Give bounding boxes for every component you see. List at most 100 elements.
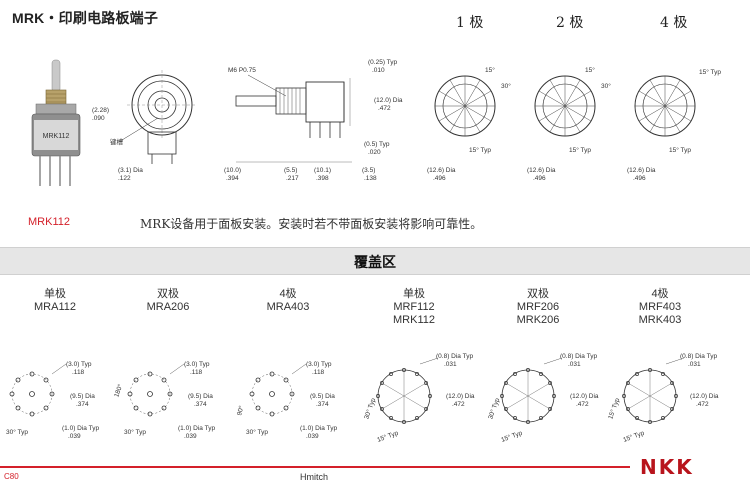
svg-text:(9.5) Dia: (9.5) Dia bbox=[188, 393, 213, 400]
footer-rule bbox=[0, 466, 630, 468]
svg-text:.010: .010 bbox=[372, 67, 385, 74]
svg-text:.039: .039 bbox=[184, 433, 197, 440]
key-slot-label: 键槽 bbox=[110, 137, 124, 146]
svg-text:30° Typ: 30° Typ bbox=[362, 397, 377, 421]
svg-text:15° Typ: 15° Typ bbox=[469, 146, 491, 154]
footer-page-code: C80 bbox=[4, 472, 19, 481]
svg-text:.496: .496 bbox=[533, 175, 546, 182]
footprint-label-3: 4极 MRA403 bbox=[266, 288, 310, 313]
svg-text:.217: .217 bbox=[286, 175, 299, 182]
section-band bbox=[0, 247, 750, 275]
svg-text:(12.0) Dia: (12.0) Dia bbox=[570, 393, 599, 400]
svg-text:(0.8) Dia Typ: (0.8) Dia Typ bbox=[560, 353, 597, 360]
svg-text:.031: .031 bbox=[444, 361, 457, 368]
svg-text:(1.0) Dia Typ: (1.0) Dia Typ bbox=[300, 425, 337, 432]
svg-text:(5.5): (5.5) bbox=[284, 167, 297, 174]
svg-text:30°: 30° bbox=[601, 82, 611, 90]
pole-view-1: 15° 30° 15° Typ (12.6) Dia .496 bbox=[427, 66, 511, 182]
svg-text:.398: .398 bbox=[316, 175, 329, 182]
svg-text:15° Typ: 15° Typ bbox=[622, 429, 646, 444]
svg-text:.496: .496 bbox=[633, 175, 646, 182]
svg-text:(3.1) Dia: (3.1) Dia bbox=[118, 167, 143, 174]
svg-text:15° Typ: 15° Typ bbox=[699, 68, 721, 76]
svg-text:.118: .118 bbox=[312, 369, 325, 376]
svg-text:.472: .472 bbox=[452, 401, 465, 408]
svg-text:15° Typ: 15° Typ bbox=[606, 397, 621, 421]
svg-text:(0.5) Typ: (0.5) Typ bbox=[364, 141, 390, 148]
svg-text:.031: .031 bbox=[688, 361, 701, 368]
svg-text:(3.0) Typ: (3.0) Typ bbox=[184, 361, 210, 368]
brand-logo: NKK bbox=[640, 455, 694, 479]
svg-text:.374: .374 bbox=[194, 401, 207, 408]
svg-text:(9.5) Dia: (9.5) Dia bbox=[310, 393, 335, 400]
front-view-drawing: 键槽 (2.28) .090 (3.1) Dia .122 bbox=[92, 70, 197, 182]
switch-photo: MRK112 bbox=[31, 59, 81, 186]
svg-text:.020: .020 bbox=[368, 149, 381, 156]
svg-text:(9.5) Dia: (9.5) Dia bbox=[70, 393, 95, 400]
svg-text:.039: .039 bbox=[306, 433, 319, 440]
svg-text:30°: 30° bbox=[501, 82, 511, 90]
svg-text:.122: .122 bbox=[118, 175, 131, 182]
footprint-drawing-5: (0.8) Dia Typ .031 (12.0) Dia .472 30° T… bbox=[486, 353, 599, 444]
svg-text:(3.0) Typ: (3.0) Typ bbox=[306, 361, 332, 368]
svg-text:15° Typ: 15° Typ bbox=[569, 146, 591, 154]
footprint-drawing-4: (0.8) Dia Typ .031 (12.0) Dia .472 30° T… bbox=[362, 353, 475, 444]
svg-text:15°: 15° bbox=[585, 66, 595, 74]
footprint-label-1: 单极 MRA112 bbox=[34, 288, 76, 313]
pole-header-1: 1 极 bbox=[456, 15, 484, 31]
model-description: MRK设备用于面板安装。安装时若不带面板安装将影响可靠性。 bbox=[140, 217, 483, 231]
pole-view-4: 15° Typ 15° Typ (12.6) Dia .496 bbox=[627, 68, 721, 182]
svg-text:30° Typ: 30° Typ bbox=[486, 397, 501, 421]
svg-text:(12.0) Dia: (12.0) Dia bbox=[690, 393, 719, 400]
svg-text:(12.6) Dia: (12.6) Dia bbox=[427, 167, 456, 174]
svg-text:(3.0) Typ: (3.0) Typ bbox=[66, 361, 92, 368]
svg-text:.118: .118 bbox=[190, 369, 203, 376]
footprint-drawing-3: 90° (3.0) Typ .118 (9.5) Dia .374 (1.0) … bbox=[235, 361, 337, 440]
svg-text:(12.0) Dia: (12.0) Dia bbox=[374, 97, 403, 104]
svg-text:(12.6) Dia: (12.6) Dia bbox=[527, 167, 556, 174]
svg-text:(0.25) Typ: (0.25) Typ bbox=[368, 59, 398, 66]
footprint-label-5: 双极 MRF206 MRK206 bbox=[516, 288, 560, 326]
svg-text:(12.6) Dia: (12.6) Dia bbox=[627, 167, 656, 174]
svg-text:.374: .374 bbox=[316, 401, 329, 408]
pole-header-2: 2 极 bbox=[556, 15, 584, 31]
svg-text:90°: 90° bbox=[235, 404, 245, 416]
svg-text:.138: .138 bbox=[364, 175, 377, 182]
svg-text:(1.0) Dia Typ: (1.0) Dia Typ bbox=[62, 425, 99, 432]
svg-text:(3.5): (3.5) bbox=[362, 167, 375, 174]
svg-text:(1.0) Dia Typ: (1.0) Dia Typ bbox=[178, 425, 215, 432]
svg-text:.496: .496 bbox=[433, 175, 446, 182]
footprint-label-6: 4极 MRF403 MRK403 bbox=[638, 288, 682, 326]
footprint-drawing-6: (0.8) Dia Typ .031 (12.0) Dia .472 15° T… bbox=[606, 353, 719, 444]
footer-text: Hmitch bbox=[300, 472, 329, 482]
svg-text:15° Typ: 15° Typ bbox=[669, 146, 691, 154]
svg-text:15° Typ: 15° Typ bbox=[500, 429, 524, 444]
section-title: 覆盖区 bbox=[354, 254, 396, 270]
svg-text:.394: .394 bbox=[226, 175, 239, 182]
page-title: MRK・印刷电路板端子 bbox=[12, 10, 159, 26]
svg-text:.472: .472 bbox=[378, 105, 391, 112]
svg-text:.472: .472 bbox=[576, 401, 589, 408]
svg-text:(0.8) Dia Typ: (0.8) Dia Typ bbox=[436, 353, 473, 360]
switch-photo-label: MRK112 bbox=[43, 133, 70, 140]
footprint-drawing-1: (3.0) Typ .118 (9.5) Dia .374 (1.0) Dia … bbox=[6, 361, 99, 440]
svg-text:.118: .118 bbox=[72, 369, 85, 376]
svg-text:.039: .039 bbox=[68, 433, 81, 440]
svg-text:(10.0): (10.0) bbox=[224, 167, 241, 174]
svg-text:(2.28): (2.28) bbox=[92, 107, 109, 114]
footprint-drawing-2: 180° (3.0) Typ .118 (9.5) Dia .374 (1.0)… bbox=[112, 361, 215, 440]
svg-text:30° Typ: 30° Typ bbox=[124, 428, 146, 436]
svg-text:.472: .472 bbox=[696, 401, 709, 408]
model-name: MRK112 bbox=[28, 216, 70, 228]
svg-text:.090: .090 bbox=[92, 115, 105, 122]
side-view-drawing: M6 P0.75 (0.25) Typ .010 (12.0) Dia .472… bbox=[224, 59, 403, 182]
footprint-label-4: 单极 MRF112 MRK112 bbox=[393, 288, 435, 326]
footprint-label-2: 双极 MRA206 bbox=[146, 288, 190, 313]
svg-text:(0.8) Dia Typ: (0.8) Dia Typ bbox=[680, 353, 717, 360]
svg-text:30° Typ: 30° Typ bbox=[246, 428, 268, 436]
svg-text:(10.1): (10.1) bbox=[314, 167, 331, 174]
svg-text:(12.0) Dia: (12.0) Dia bbox=[446, 393, 475, 400]
pole-view-2: 15° 30° 15° Typ (12.6) Dia .496 bbox=[527, 66, 611, 182]
pole-header-4: 4 极 bbox=[660, 15, 688, 31]
svg-text:15° Typ: 15° Typ bbox=[376, 429, 400, 444]
